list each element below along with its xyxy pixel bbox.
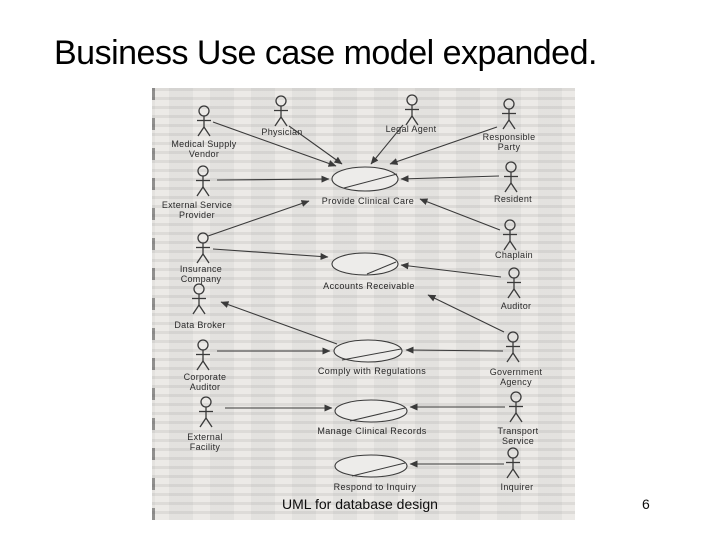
actor-label: Medical Supply: [171, 139, 236, 149]
actor-label: Inquirer: [501, 482, 534, 492]
actor-label: External: [187, 432, 222, 442]
actor-label: Party: [498, 142, 521, 152]
use-case-ellipse: [334, 399, 408, 423]
person-icon: [195, 339, 211, 371]
use-case-ellipse: [331, 166, 399, 192]
actor-label: Corporate: [184, 372, 227, 382]
slide-title: Business Use case model expanded.: [54, 34, 597, 72]
edge-comply-regulations-data-broker: [220, 301, 338, 345]
person-icon: [198, 396, 214, 428]
actor-label: Provider: [179, 210, 215, 220]
use-case-label: Respond to Inquiry: [334, 482, 417, 492]
use-case-manage-clinical-records: Manage Clinical Records: [317, 399, 426, 436]
edge-msv-provide-clinical-care: [212, 121, 337, 167]
scanned-diagram: Provide Clinical Care Accounts Receivabl…: [152, 88, 575, 520]
edge-physician-provide-clinical-care: [288, 125, 343, 165]
person-icon: [502, 219, 518, 251]
person-icon: [404, 94, 420, 126]
actor-legal-agent: Legal Agent: [386, 94, 437, 134]
scan-slash: [349, 407, 406, 422]
actor-label: Government: [490, 367, 543, 377]
actor-label: Legal Agent: [386, 124, 437, 134]
actor-corporate-auditor: Corporate Auditor: [184, 339, 227, 392]
person-icon: [501, 98, 517, 130]
edge-legal-agent-provide-clinical-care: [370, 124, 404, 165]
footer-text: UML for database design: [282, 496, 438, 512]
actor-external-facility: External Facility: [187, 396, 222, 452]
use-case-label: Manage Clinical Records: [317, 426, 426, 436]
use-case-ellipse: [334, 454, 408, 478]
actor-data-broker: Data Broker: [174, 283, 225, 330]
actor-label: Vendor: [189, 149, 219, 159]
actor-responsible-party: Responsible Party: [483, 98, 536, 152]
edge-chaplain-provide-clinical-care: [419, 198, 501, 231]
actor-label: Chaplain: [495, 250, 533, 260]
page-number: 6: [642, 496, 650, 512]
actor-label: Data Broker: [174, 320, 225, 330]
actor-inquirer: Inquirer: [501, 447, 534, 492]
actor-physician: Physician: [261, 95, 302, 137]
use-case-provide-clinical-care: Provide Clinical Care: [322, 166, 414, 206]
person-icon: [506, 267, 522, 299]
use-case-label: Comply with Regulations: [318, 366, 426, 376]
actor-label: Responsible: [483, 132, 536, 142]
edge-government-comply-regulations: [405, 346, 504, 354]
person-icon: [505, 331, 521, 363]
edge-responsible-party-provide-clinical-care: [389, 126, 498, 165]
actor-label: Service: [502, 436, 534, 446]
person-icon: [191, 283, 207, 315]
actor-resident: Resident: [494, 161, 532, 204]
scan-slash: [343, 173, 398, 189]
use-case-accounts-receivable: Accounts Receivable: [323, 252, 415, 291]
scan-slash: [366, 261, 397, 275]
actor-government-agency: Government Agency: [490, 331, 543, 387]
actor-label: Resident: [494, 194, 532, 204]
person-icon: [195, 232, 211, 264]
person-icon: [508, 391, 524, 423]
edge-esp-provide-clinical-care: [216, 175, 330, 183]
actor-label: Transport: [498, 426, 539, 436]
use-case-diagram: Provide Clinical Care Accounts Receivabl…: [162, 94, 543, 492]
actor-label: Auditor: [190, 382, 221, 392]
actor-label: Agency: [500, 377, 532, 387]
actor-label: Insurance: [180, 264, 222, 274]
use-case-ellipse: [333, 339, 403, 363]
person-icon: [273, 95, 289, 127]
edge-auditor-accounts-receivable: [400, 262, 502, 278]
edge-insurance-accounts-receivable: [212, 248, 329, 260]
use-case-respond-to-inquiry: Respond to Inquiry: [334, 454, 417, 492]
actor-label: Company: [181, 274, 222, 284]
person-icon: [196, 105, 212, 137]
edge-insurance-provide-clinical-care: [207, 200, 310, 237]
scan-slash: [341, 348, 402, 361]
actor-medical-supply-vendor: Medical Supply Vendor: [171, 105, 237, 159]
use-case-comply-with-regulations: Comply with Regulations: [318, 339, 426, 376]
actor-label: Facility: [190, 442, 221, 452]
use-case-label: Accounts Receivable: [323, 281, 415, 291]
edge-resident-provide-clinical-care: [400, 175, 500, 183]
person-icon: [195, 165, 211, 197]
actor-label: Auditor: [501, 301, 532, 311]
actor-chaplain: Chaplain: [495, 219, 533, 260]
actor-label: External Service: [162, 200, 232, 210]
actor-label: Physician: [261, 127, 302, 137]
actor-transport-service: Transport Service: [498, 391, 539, 446]
person-icon: [505, 447, 521, 479]
actor-auditor: Auditor: [501, 267, 532, 311]
scan-slash: [351, 462, 406, 477]
use-case-label: Provide Clinical Care: [322, 196, 414, 206]
actor-insurance-company: Insurance Company: [180, 232, 222, 284]
edge-government-accounts-receivable: [427, 294, 505, 333]
actor-external-service-provider: External Service Provider: [162, 165, 232, 220]
use-case-ellipse: [331, 252, 399, 276]
person-icon: [503, 161, 519, 193]
